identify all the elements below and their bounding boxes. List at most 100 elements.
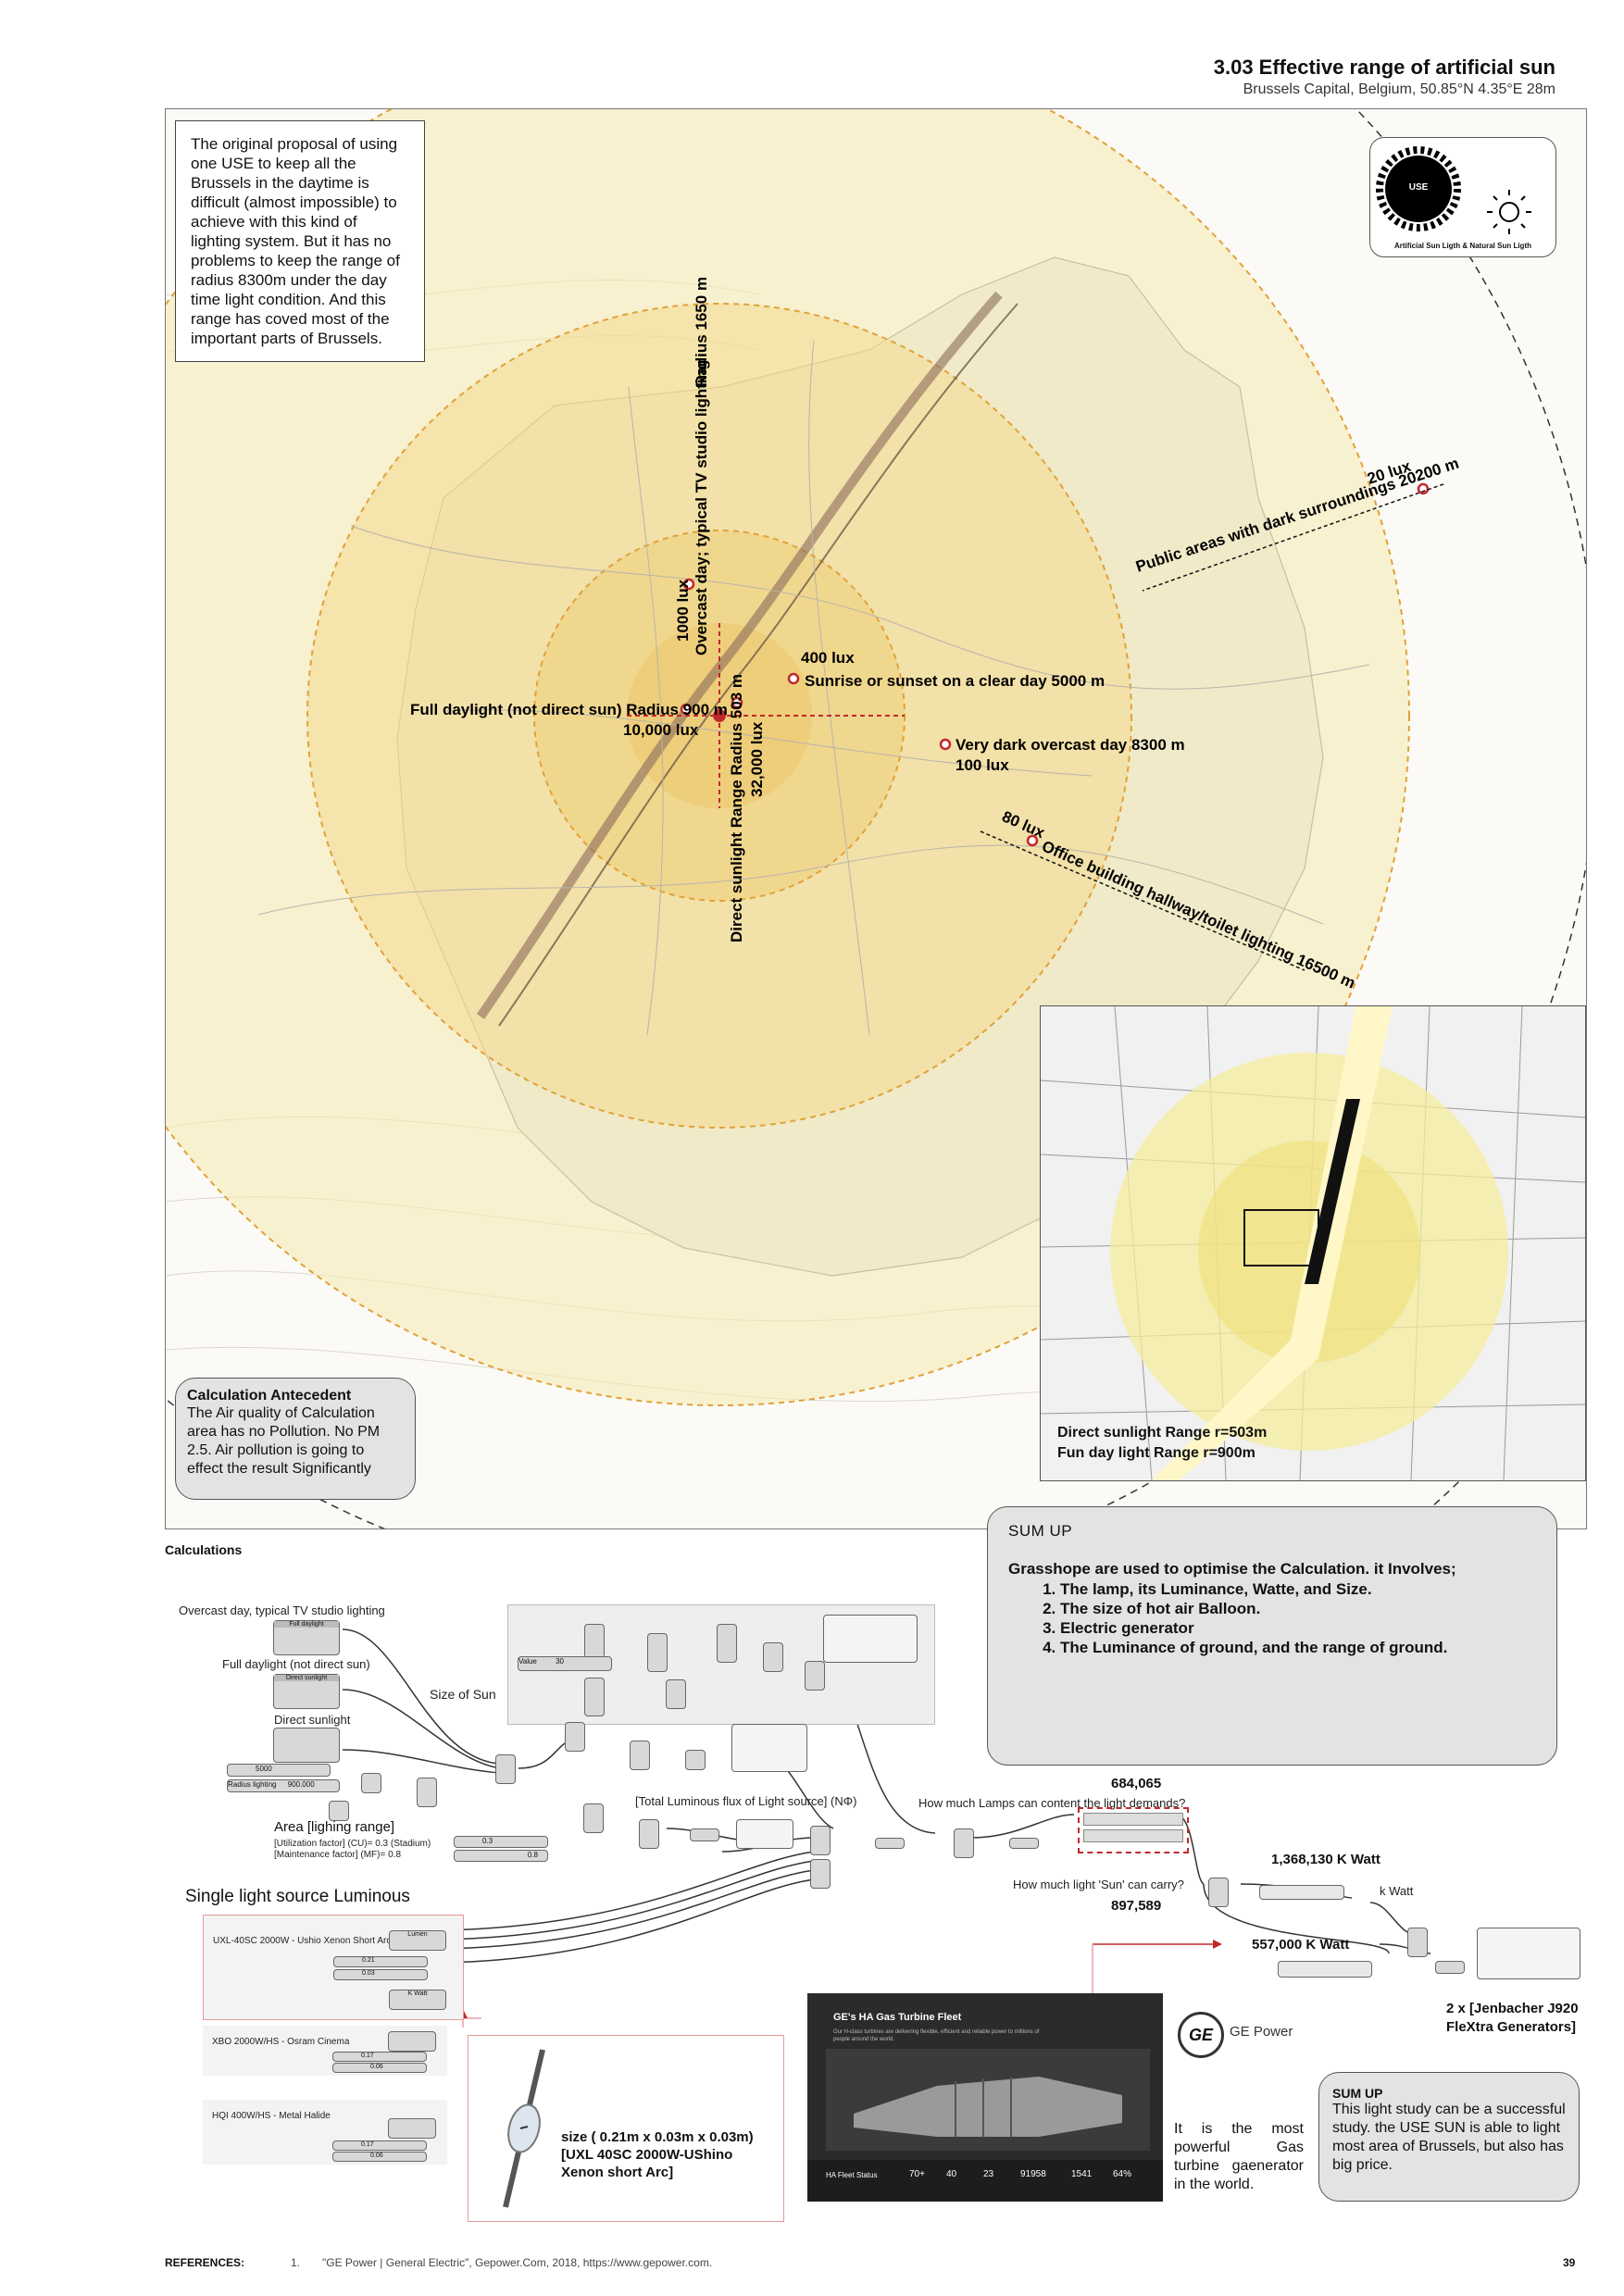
slider-mf-value: 0.8	[527, 1851, 538, 1859]
lamp2-slider-2[interactable]: 0.06	[332, 2063, 427, 2073]
gh-node[interactable]	[810, 1826, 831, 1855]
gh-node[interactable]	[565, 1722, 585, 1752]
rail-line	[498, 303, 1018, 1027]
lamps-result-panel[interactable]	[1083, 1813, 1183, 1826]
final-title: SUM UP	[1332, 2086, 1383, 2101]
label-10000-lux: 10,000 lux	[623, 721, 699, 739]
node-direct-sunlight[interactable]: Direct sunlight	[273, 1674, 340, 1709]
gh-panel-flux[interactable]	[736, 1819, 793, 1849]
node-full-daylight[interactable]: Full daylight	[273, 1620, 340, 1655]
sum-up-item: Electric generator	[1060, 1618, 1536, 1638]
label-1000-lux: 1000 lux	[674, 579, 692, 642]
gh-node[interactable]	[763, 1642, 783, 1672]
lamp3-lumen-node[interactable]	[388, 2118, 436, 2139]
gh-node[interactable]	[1009, 1838, 1039, 1849]
ge-caption: It is the most powerful Gas turbine gaen…	[1174, 2121, 1304, 2192]
value-slider[interactable]: Value 30	[518, 1656, 612, 1671]
gh-node[interactable]	[666, 1679, 686, 1709]
lamp2-lumen-node[interactable]	[388, 2031, 436, 2052]
ge-logo: GE	[1178, 2012, 1224, 2058]
gh-node[interactable]	[639, 1819, 659, 1849]
lamp1-v1: 0.21	[362, 1957, 375, 1964]
sun-center-marker	[713, 709, 726, 722]
inset-svg	[1041, 1006, 1585, 1480]
gh-node[interactable]	[361, 1773, 381, 1793]
dim-line-16500	[980, 830, 1305, 971]
gh-node[interactable]	[954, 1828, 974, 1858]
callout-arrow	[1213, 1940, 1222, 1949]
ge-logo-text: GE	[1188, 2026, 1213, 2044]
gh-node[interactable]	[690, 1828, 719, 1841]
final-sum-up-box: SUM UP This light study can be a success…	[1318, 2072, 1580, 2202]
fleet-status-bar: HA Fleet Status 70+ 40 23 91958 1541 64%	[807, 2160, 1163, 2202]
gh-node[interactable]	[630, 1741, 650, 1770]
value-897589: 897,589	[1111, 1898, 1162, 1914]
gh-node[interactable]	[717, 1624, 737, 1663]
slider-mf[interactable]: 0.8	[454, 1850, 548, 1862]
gh-node[interactable]	[417, 1778, 437, 1807]
lamp3-slider-1[interactable]: 0.17	[332, 2140, 427, 2151]
node-full-daylight-label: Full daylight	[274, 1621, 339, 1628]
page-title: 3.03 Effective range of artificial sun	[1213, 56, 1555, 79]
use-label: USE	[1408, 182, 1429, 193]
road-network	[257, 340, 1370, 1036]
lamp1-slider-1[interactable]: 0.21	[333, 1956, 428, 1967]
gh-node[interactable]	[1208, 1878, 1229, 1907]
node-sunlight-value[interactable]	[273, 1728, 340, 1763]
inset-line-2: Fun day light Range r=900m	[1057, 1445, 1255, 1461]
lamp2-slider-1[interactable]: 0.17	[332, 2052, 427, 2062]
legend-box: USE Artificial Sun Ligth & Natural Sun L…	[1369, 137, 1556, 257]
rail-corridor	[476, 291, 1003, 1019]
slider-5000[interactable]: 5000	[227, 1764, 331, 1777]
area-label: Area [lighing range]	[274, 1819, 395, 1835]
gh-panel-final[interactable]	[1477, 1928, 1580, 1979]
gh-panel-output[interactable]	[823, 1615, 918, 1663]
lamp2-v1: 0.17	[361, 2053, 374, 2059]
lamp3-v2: 0.06	[370, 2152, 383, 2159]
gh-node[interactable]	[329, 1801, 349, 1821]
gh-node[interactable]	[810, 1859, 831, 1889]
lamp3-slider-2[interactable]: 0.06	[332, 2152, 427, 2162]
sum-up-box: SUM UP Grasshope are used to optimise th…	[987, 1506, 1557, 1766]
intro-text-box: The original proposal of using one USE t…	[175, 120, 425, 362]
gh-node[interactable]	[805, 1661, 825, 1691]
gh-node[interactable]	[1407, 1928, 1428, 1957]
gh-node[interactable]	[685, 1750, 706, 1770]
inset-rail	[1152, 1006, 1393, 1480]
inset-map: Direct sunlight Range r=503m Fun day lig…	[1040, 1005, 1586, 1481]
gh-node[interactable]	[584, 1678, 605, 1716]
inset-line-1: Direct sunlight Range r=503m	[1057, 1425, 1268, 1441]
callout-ge-line	[810, 1944, 1093, 2001]
gh-node[interactable]	[647, 1633, 668, 1672]
k-watt-label: k Watt	[1380, 1884, 1414, 1898]
slider-cu[interactable]: 0.3	[454, 1836, 548, 1848]
value-1368130: 1,368,130 K Watt	[1271, 1852, 1380, 1867]
gh-node[interactable]	[583, 1803, 604, 1833]
generator-panel[interactable]	[1278, 1961, 1372, 1978]
range-markers	[680, 482, 1430, 847]
gh-node[interactable]	[875, 1838, 905, 1849]
sun-result-panel[interactable]	[1083, 1829, 1183, 1842]
value-557000: 557,000 K Watt	[1252, 1937, 1350, 1953]
mf-note: [Maintenance factor] (MF)= 0.8	[274, 1850, 402, 1860]
fleet-stat: 70+	[909, 2169, 925, 2179]
sum-up-list: The lamp, its Luminance, Watte, and Size…	[1008, 1579, 1536, 1657]
value-label: Value	[518, 1657, 537, 1666]
antecedent-title: Calculation Antecedent	[187, 1388, 352, 1404]
lamp2-label: XBO 2000W/HS - Osram Cinema	[212, 2037, 350, 2047]
gh-panel-mid[interactable]	[731, 1724, 807, 1772]
gh-node[interactable]	[1435, 1961, 1465, 1974]
callout-lamp-line	[462, 2017, 481, 2028]
gh-node[interactable]	[495, 1754, 516, 1784]
label-sunrise: Sunrise or sunset on a clear day 5000 m	[805, 672, 1105, 690]
kwatt-panel[interactable]	[1259, 1885, 1344, 1900]
slider-radius[interactable]: Radius lighting 900.000	[227, 1779, 340, 1792]
node-direct-sunlight-label: Direct sunlight	[274, 1675, 339, 1681]
lamp1-kwatt-node[interactable]: K Watt	[389, 1990, 446, 2010]
sum-up-heading: SUM UP	[1008, 1522, 1073, 1540]
ge-turbine-image: GE's HA Gas Turbine Fleet Our H-class tu…	[807, 1993, 1163, 2202]
legend-caption: Artificial Sun Ligth & Natural Sun Ligth	[1394, 242, 1531, 250]
lamp1-slider-2[interactable]: 0.03	[333, 1969, 428, 1980]
lamp1-lumen-node[interactable]: Lumen	[389, 1930, 446, 1951]
label-400-lux: 400 lux	[801, 649, 855, 667]
